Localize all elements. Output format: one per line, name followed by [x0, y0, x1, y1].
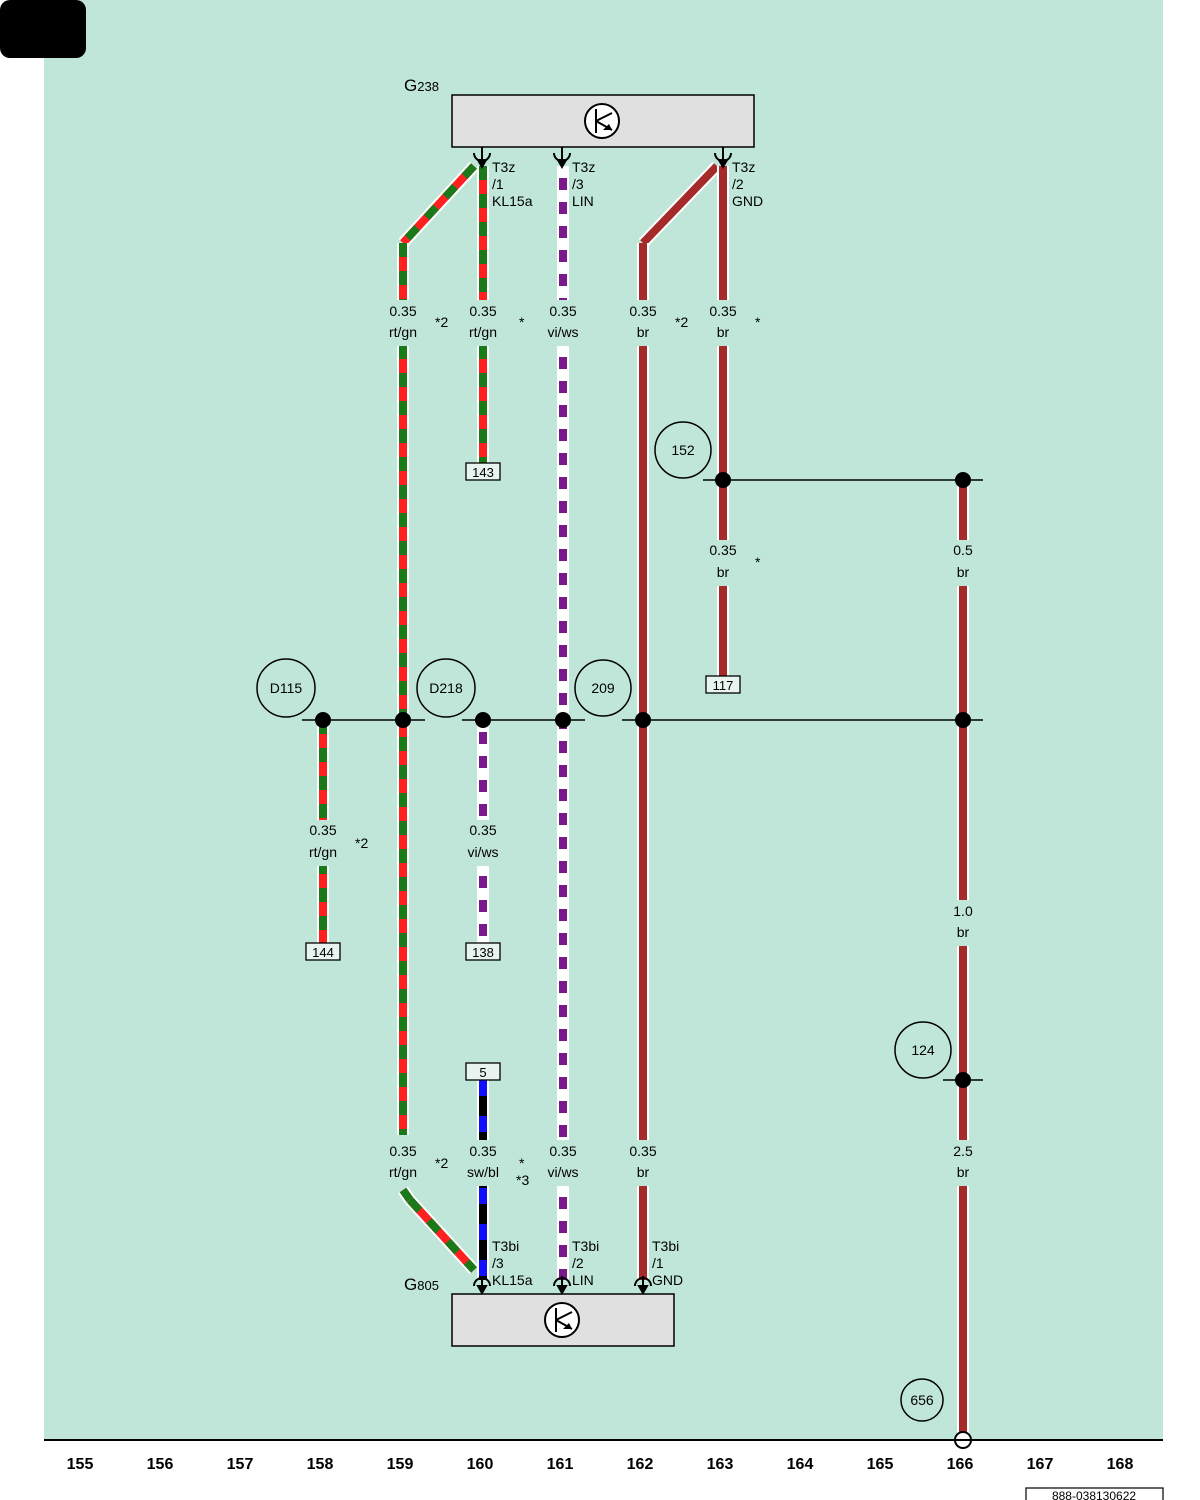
reference-box-5: 5: [465, 1062, 501, 1081]
note-n9: *3: [516, 1172, 529, 1188]
junction-dots: [315, 472, 971, 1088]
component-g805: G805: [404, 1275, 675, 1347]
sensor-icon: [584, 103, 620, 139]
note-n3: *2: [675, 314, 688, 330]
svg-text:144: 144: [312, 945, 334, 960]
scale-number: 164: [787, 1456, 814, 1473]
note-n6: *2: [355, 835, 368, 851]
scale-number: 166: [947, 1456, 974, 1473]
svg-text:888-038130622: 888-038130622: [1052, 1489, 1136, 1500]
reference-box-143: 143: [465, 462, 501, 481]
sensor-icon: [544, 1302, 580, 1338]
connection-point-656: 656: [900, 1378, 944, 1422]
svg-text:656: 656: [910, 1392, 934, 1408]
note-n1: *2: [435, 314, 448, 330]
wire-rtgn-bottom-diagonal: [398, 1186, 479, 1275]
note-n2: *: [519, 314, 525, 330]
scale-number: 156: [147, 1456, 174, 1473]
wire-rtgn-top-diagonal: [397, 161, 479, 300]
connection-point-152: 152: [654, 421, 712, 479]
diagram-area: [44, 0, 1163, 1440]
note-n7: *2: [435, 1155, 448, 1171]
connection-point-d218: D218: [416, 658, 476, 718]
document-id: 888-038130622: [1025, 1487, 1164, 1500]
scale-numbers: 155 156 157 158 159 160 161 162 163 164 165 166 167 1…: [67, 1456, 1134, 1473]
scale-number: 163: [707, 1456, 734, 1473]
svg-text:5: 5: [479, 1065, 486, 1080]
note-n5: *: [755, 554, 761, 570]
scale-number: 168: [1107, 1456, 1134, 1473]
svg-text:152: 152: [671, 442, 695, 458]
reference-box-144: 144: [305, 942, 341, 961]
scale-number: 160: [467, 1456, 494, 1473]
svg-text:G805: G805: [404, 1275, 439, 1294]
scale-number: 162: [627, 1456, 654, 1473]
component-g238: G238: [404, 76, 755, 148]
scale-number: 158: [307, 1456, 334, 1473]
svg-text:D115: D115: [270, 680, 303, 696]
note-n4: *: [755, 314, 761, 330]
connection-point-209: 209: [574, 659, 632, 717]
svg-text:117: 117: [713, 678, 734, 693]
svg-text:209: 209: [591, 680, 615, 696]
g805-sub: 805: [417, 1278, 439, 1293]
wire-br-162-top: [637, 161, 722, 300]
connector-pins: [473, 147, 732, 1296]
scale-number: 155: [67, 1456, 94, 1473]
svg-text:143: 143: [472, 465, 494, 480]
reference-box-138: 138: [465, 942, 501, 961]
scale-number: 159: [387, 1456, 414, 1473]
g805-letter: G: [404, 1275, 417, 1294]
scale-number: 165: [867, 1456, 894, 1473]
connection-point-124: 124: [894, 1021, 952, 1079]
g238-sub: 238: [417, 79, 439, 94]
scale-number: 157: [227, 1456, 254, 1473]
scale-number: 167: [1027, 1456, 1054, 1473]
svg-text:124: 124: [911, 1042, 935, 1058]
scale-number: 161: [547, 1456, 574, 1473]
page-corner-tab: [0, 0, 86, 58]
reference-box-117: 117: [705, 675, 741, 694]
g238-letter: G: [404, 76, 417, 95]
svg-text:G238: G238: [404, 76, 439, 95]
note-n8: *: [519, 1155, 525, 1171]
svg-text:D218: D218: [429, 680, 463, 696]
connection-point-d115: D115: [256, 658, 316, 718]
svg-text:138: 138: [472, 945, 494, 960]
